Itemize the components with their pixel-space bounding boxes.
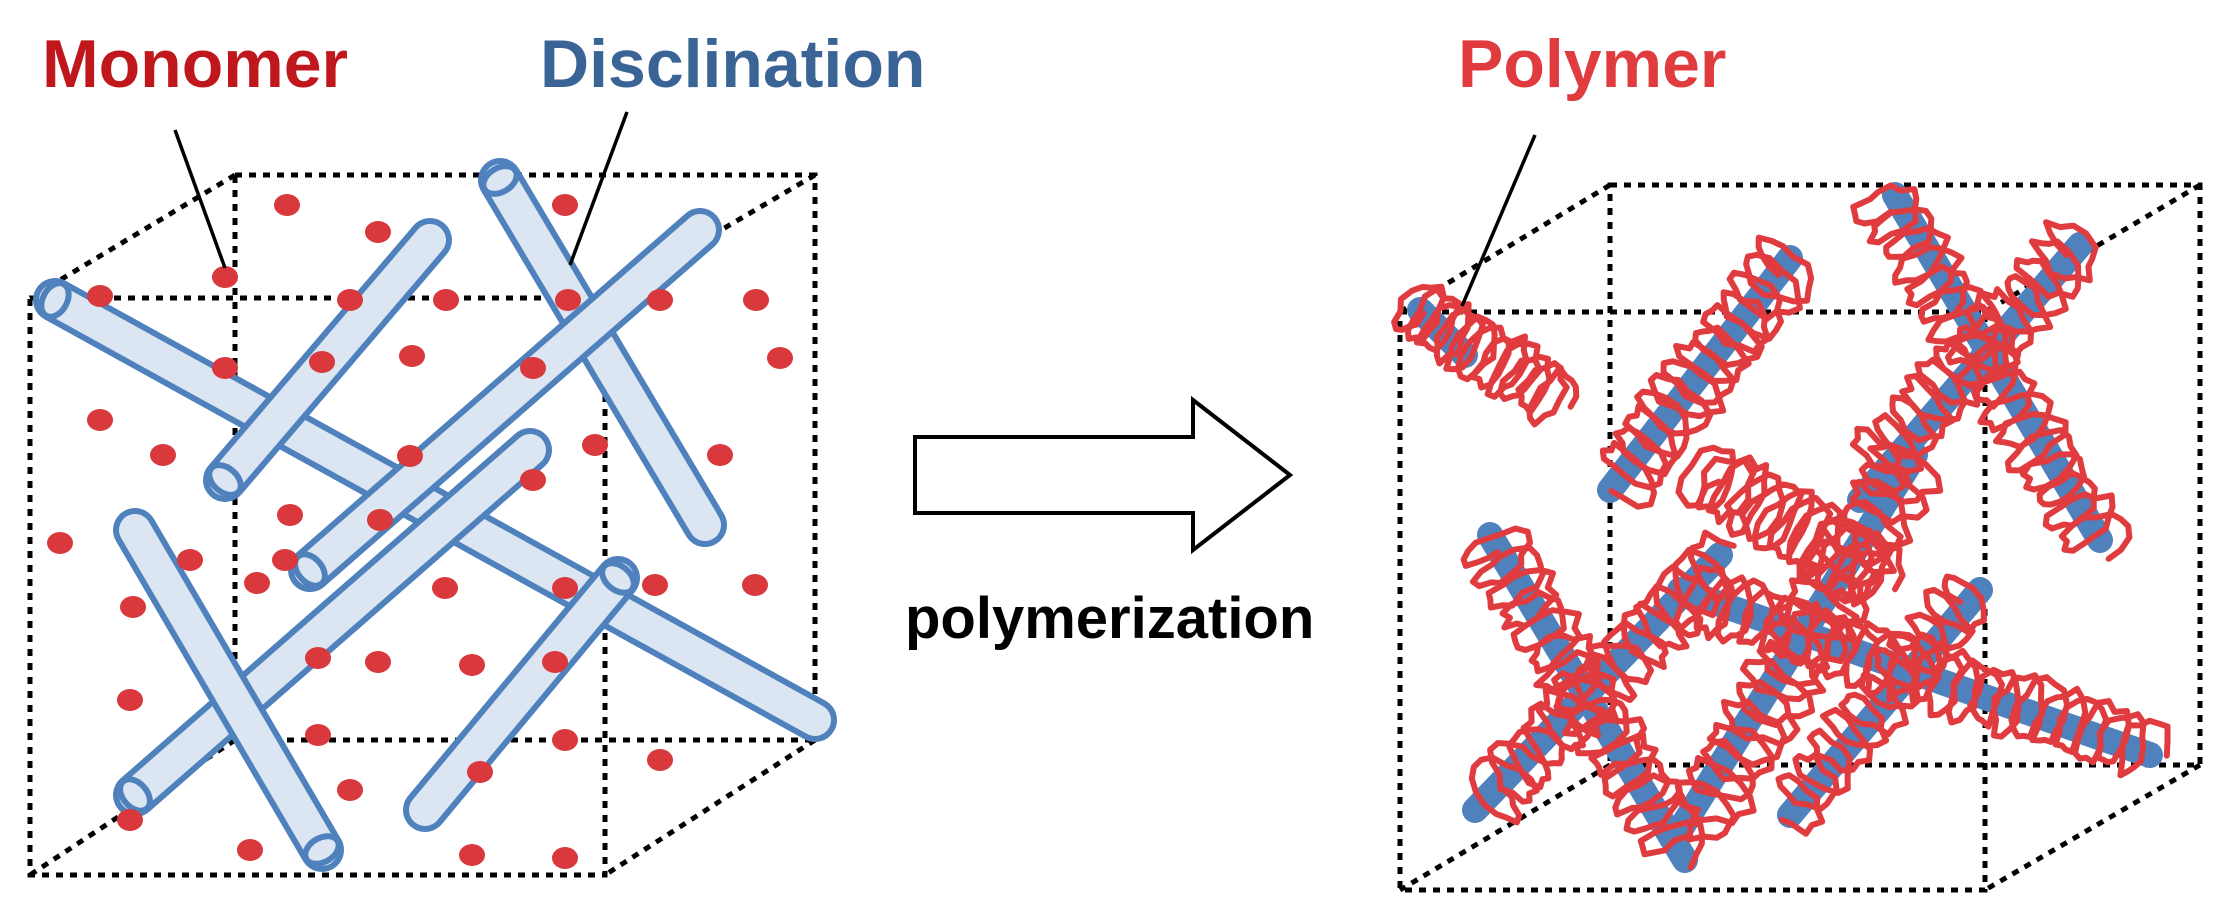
monomer-dot: [274, 194, 300, 216]
monomer-dot: [767, 347, 793, 369]
polymer-chain: [1599, 234, 1815, 510]
monomer-dot: [237, 839, 263, 861]
monomer-dot: [743, 289, 769, 311]
monomer-dot: [647, 749, 673, 771]
monomer-dot: [397, 445, 423, 467]
monomer-dot: [552, 847, 578, 869]
monomer-dot: [459, 654, 485, 676]
monomer-dot: [367, 509, 393, 531]
monomer-dot: [459, 844, 485, 866]
monomer-dot: [277, 504, 303, 526]
right-arrow-icon: [913, 395, 1294, 555]
right-cube-wireframe: [1397, 182, 2203, 893]
monomer-dot: [87, 285, 113, 307]
monomer-dot: [117, 809, 143, 831]
monomer-dot: [87, 409, 113, 431]
monomer-dot: [120, 596, 146, 618]
monomer-dot: [150, 444, 176, 466]
monomer-dot: [742, 574, 768, 596]
monomer-dot: [647, 289, 673, 311]
monomer-dot: [552, 577, 578, 599]
monomer-dot: [467, 761, 493, 783]
polymer-label: Polymer: [1458, 26, 1727, 102]
monomer-label: Monomer: [42, 26, 348, 102]
disclination-tube: [113, 428, 552, 817]
monomer-dot: [432, 577, 458, 599]
monomer-dots: [47, 194, 793, 869]
monomer-dot: [212, 357, 238, 379]
monomer-dot: [337, 779, 363, 801]
leader-lines: [173, 111, 1537, 307]
disclination-leader-line: [568, 111, 629, 266]
polymerization-label: polymerization: [905, 586, 1315, 651]
monomer-dot: [520, 357, 546, 379]
monomer-dot: [309, 351, 335, 373]
monomer-dot: [399, 345, 425, 367]
monomer-dot: [305, 647, 331, 669]
monomer-dot: [555, 289, 581, 311]
monomer-dot: [337, 289, 363, 311]
polymer-chain: [1672, 564, 2171, 779]
polymer-chain: [1675, 444, 1906, 608]
disclination-label: Disclination: [540, 26, 926, 102]
disclination-tube: [113, 508, 344, 872]
monomer-dot: [707, 444, 733, 466]
monomer-dot: [552, 729, 578, 751]
polymer-chain: [1391, 283, 1580, 428]
monomer-dot: [582, 434, 608, 456]
monomer-dot: [433, 289, 459, 311]
polymer-chain: [1468, 529, 1737, 826]
polymer-coils: [1391, 182, 2171, 871]
monomer-dot: [552, 194, 578, 216]
polymer-leader-line: [1460, 134, 1537, 307]
monomer-dot: [365, 221, 391, 243]
disclination-tubes: [33, 158, 837, 872]
monomer-dot: [177, 549, 203, 571]
monomer-dot: [642, 574, 668, 596]
monomer-dot: [244, 572, 270, 594]
monomer-dot: [542, 651, 568, 673]
disclination-tube: [403, 556, 640, 832]
disclination-tube: [478, 158, 727, 547]
monomer-dot: [365, 651, 391, 673]
monomer-dot: [117, 689, 143, 711]
polymer-chain: [1850, 182, 2133, 562]
monomer-dot: [520, 469, 546, 491]
monomer-dot: [305, 724, 331, 746]
monomer-dot: [212, 266, 238, 288]
monomer-leader-line: [173, 129, 227, 269]
monomer-dot: [47, 532, 73, 554]
monomer-dot: [272, 549, 298, 571]
